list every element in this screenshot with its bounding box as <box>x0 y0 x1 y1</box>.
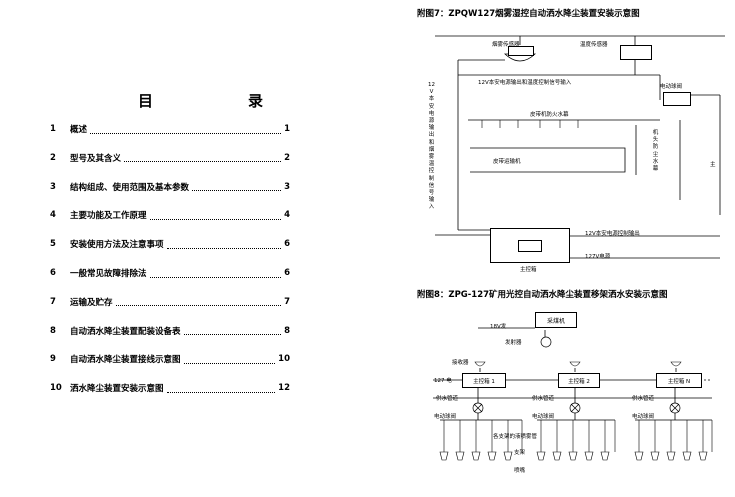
branch-label: 各支架的液喷雾管 <box>493 434 538 440</box>
fig8-caption: 附图8：ZPG-127矿用光控自动洒水降尘装置移架洒水安装示意图 <box>417 290 668 300</box>
toc-item-number: 9 <box>50 354 56 365</box>
water-pipe-label-1: 供水管道 <box>436 396 459 402</box>
conveyor-label: 皮带运输机 <box>493 159 521 165</box>
box2: 主控箱 2 <box>558 373 600 388</box>
toc-item-text: 一般常见故障排除法 <box>70 269 147 279</box>
left-vertical-label: 12V本安电源输出和烟雾温控制信号输入 <box>428 82 435 211</box>
fig7-caption: 附图7：ZPQW127烟雾湿控自动洒水降尘装置安装示意图 <box>417 9 640 19</box>
toc-leader-dots <box>149 211 282 220</box>
toc-item-text: 结构组成、使用范围及基本参数 <box>70 182 190 193</box>
top-signal-label: 12V本安电源输出和温度控制信号输入 <box>478 80 572 86</box>
toc-leader-dots <box>149 269 282 278</box>
toc-item-number: 6 <box>50 268 56 278</box>
toc-item-text: 主要功能及工作原理 <box>70 211 147 222</box>
toc-item-number: 4 <box>50 210 56 221</box>
electric-valve-label: 电动球阀 <box>660 84 683 90</box>
toc-leader-dots <box>90 125 282 134</box>
toc-item-number: 8 <box>50 325 56 336</box>
toc-leader-dots <box>192 182 282 192</box>
receiver-label: 接收器 <box>452 360 469 366</box>
toc-item[interactable]: 7 运输及贮存 7 <box>50 295 290 309</box>
toc-leader-dots <box>183 326 282 336</box>
toc-item-page: 8 <box>284 325 290 336</box>
toc-leader-dots <box>183 355 276 364</box>
toc-item[interactable]: 2 型号及其含义 2 <box>50 151 290 165</box>
toc-item-number: 2 <box>50 152 56 163</box>
valve-label-2: 电动球阀 <box>532 414 555 420</box>
toc-item-number: 5 <box>50 239 56 250</box>
toc-item-page: 6 <box>284 268 290 278</box>
emitter-label: 发射器 <box>505 340 522 346</box>
toc-item-text: 自动洒水降尘装置配装设备表 <box>70 326 181 337</box>
toc-item[interactable]: 8 自动洒水降尘装置配装设备表 8 <box>50 324 290 338</box>
v18-label: 18V发 <box>490 324 507 330</box>
toc-leader-dots <box>166 240 282 249</box>
toc-item[interactable]: 5 安装使用方法及注意事项 6 <box>50 237 290 251</box>
toc-item[interactable]: 10 洒水降尘装置安装示意图 12 <box>50 381 290 395</box>
main-box-label: 主控箱 <box>520 267 537 273</box>
toc-item-page: 3 <box>284 181 290 192</box>
collector-box: 采煤机 <box>535 312 577 328</box>
ctrl-out-label: 12V本安电源控制输出 <box>585 231 640 237</box>
nozzle-label: 喷嘴 <box>514 468 526 474</box>
boxN: 主控箱 N <box>656 373 702 388</box>
toc-item-text: 型号及其含义 <box>70 153 122 164</box>
toc-item-number: 10 <box>50 383 62 394</box>
toc-item[interactable]: 6 一般常见故障排除法 6 <box>50 266 290 280</box>
temp-sensor-label: 温度传感器 <box>580 42 608 48</box>
toc-item[interactable]: 9 自动洒水降尘装置接线示意图 10 <box>50 352 290 366</box>
toc-item-number: 7 <box>50 296 56 307</box>
toc-item-page: 6 <box>284 239 290 250</box>
smoke-sensor-label: 烟雾传感器 <box>492 42 520 48</box>
toc-leader-dots <box>115 297 282 307</box>
toc-title: 目 录 <box>138 92 304 110</box>
box1: 主控箱 1 <box>462 373 506 388</box>
side-curtain-label: 机头防尘水幕 <box>652 130 659 173</box>
main-control-box <box>490 228 570 263</box>
power-127-label: 127V电源 <box>585 254 611 260</box>
valve-label-1: 电动球阀 <box>434 414 457 420</box>
nozzle-curtain-label: 皮带机防火水幕 <box>530 112 569 118</box>
v127-label: 127 电 <box>434 378 452 384</box>
toc-item-page: 7 <box>284 296 290 307</box>
support-label: 支架 <box>514 450 526 456</box>
toc-item-page: 1 <box>284 124 290 134</box>
toc-item-text: 概述 <box>70 125 88 135</box>
toc-item-page: 2 <box>284 152 290 163</box>
toc-item[interactable]: 1 概述 1 <box>50 122 290 136</box>
smoke-sensor-box <box>508 46 534 56</box>
electric-valve-box <box>663 92 691 106</box>
water-pipe-label-3: 供水管道 <box>632 396 655 402</box>
toc-item[interactable]: 4 主要功能及工作原理 4 <box>50 208 290 222</box>
valve-label-3: 电动球阀 <box>632 414 655 420</box>
water-pipe-label-2: 供水管道 <box>532 396 555 402</box>
toc-leader-dots <box>166 384 276 393</box>
main-control-display <box>518 239 542 252</box>
toc-item-text: 洒水降尘装置安装示意图 <box>70 384 164 395</box>
toc-item-text: 运输及贮存 <box>70 297 113 308</box>
toc-leader-dots <box>124 153 282 163</box>
toc-item-page: 10 <box>278 354 290 365</box>
main-pipe-label: 主 <box>710 162 716 168</box>
toc-item-number: 1 <box>50 124 56 134</box>
toc-item-page: 4 <box>284 210 290 221</box>
toc-item-text: 安装使用方法及注意事项 <box>70 240 164 251</box>
toc-item-number: 3 <box>50 181 56 192</box>
toc-item[interactable]: 3 结构组成、使用范围及基本参数 3 <box>50 180 290 194</box>
toc-item-text: 自动洒水降尘装置接线示意图 <box>70 355 181 366</box>
temp-sensor-box <box>620 45 652 60</box>
toc-item-page: 12 <box>278 383 290 394</box>
